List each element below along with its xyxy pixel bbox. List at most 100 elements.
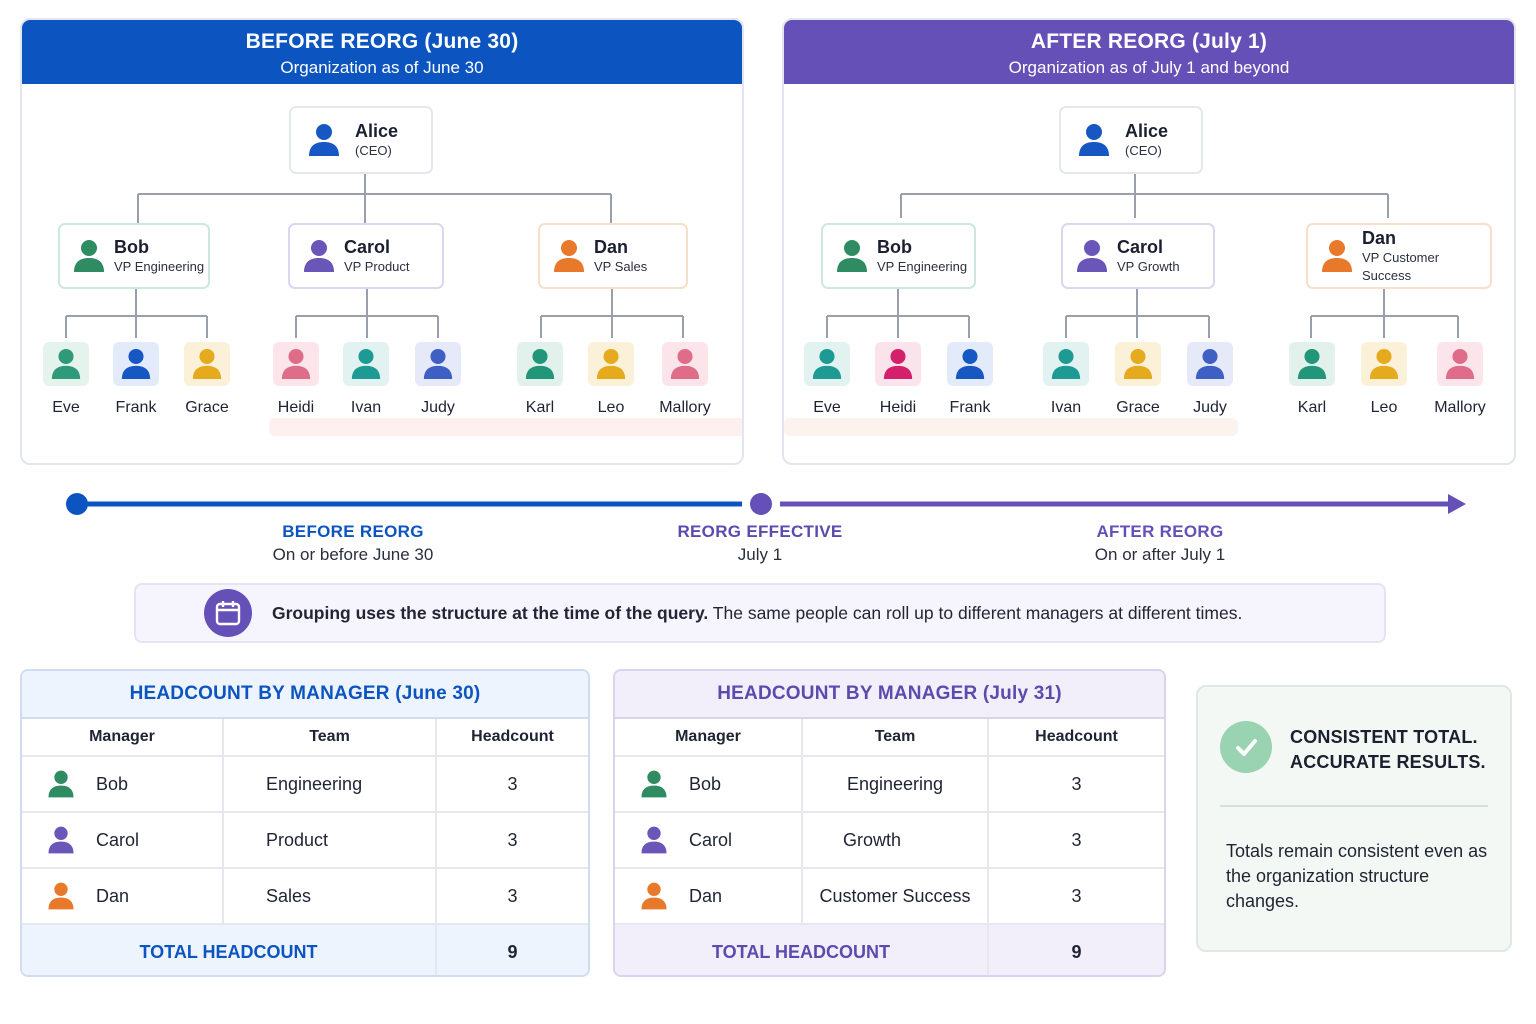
person-icon bbox=[1077, 122, 1111, 158]
employee-name: Judy bbox=[421, 399, 455, 416]
summary-heading-line1: CONSISTENT TOTAL. bbox=[1290, 727, 1478, 747]
employee-frank: Frank bbox=[935, 342, 1005, 417]
column-header: Team bbox=[803, 719, 989, 755]
check-circle-icon bbox=[1220, 721, 1272, 773]
person-icon bbox=[50, 347, 82, 381]
manager-cell: Bob bbox=[22, 757, 224, 811]
employee-leo: Leo bbox=[1349, 342, 1419, 417]
manager-cell: Carol bbox=[615, 813, 803, 867]
person-icon bbox=[639, 769, 669, 799]
vp-name: Bob bbox=[877, 237, 912, 257]
after-org-connectors bbox=[826, 172, 1459, 338]
summary-heading: CONSISTENT TOTAL. ACCURATE RESULTS. bbox=[1290, 725, 1486, 775]
team-cell: Product bbox=[224, 813, 437, 867]
table-title: HEADCOUNT BY MANAGER (June 30) bbox=[22, 671, 588, 719]
vp-role: VP Engineering bbox=[114, 259, 205, 274]
employee-heidi: Heidi bbox=[863, 342, 933, 417]
timeline-after-label: AFTER REORG On or after July 1 bbox=[1030, 522, 1290, 565]
person-icon bbox=[280, 347, 312, 381]
after-panel-subtitle: Organization as of July 1 and beyond bbox=[1008, 58, 1290, 77]
person-icon bbox=[954, 347, 986, 381]
employee-name: Leo bbox=[597, 399, 625, 416]
ceo-name: Alice bbox=[355, 121, 399, 141]
timeline-before-label: BEFORE REORG On or before June 30 bbox=[223, 522, 483, 565]
before-panel-header: BEFORE REORG (June 30) Organization as o… bbox=[22, 20, 742, 84]
column-header: Team bbox=[224, 719, 437, 755]
employee-name: Grace bbox=[185, 399, 229, 416]
employee-mallory: Mallory bbox=[1425, 342, 1495, 417]
person-icon bbox=[639, 825, 669, 855]
employee-eve: Eve bbox=[792, 342, 862, 417]
person-icon bbox=[72, 238, 106, 274]
headcount-table-july-31: HEADCOUNT BY MANAGER (July 31) Manager T… bbox=[613, 669, 1166, 977]
employee-ivan: Ivan bbox=[331, 342, 401, 417]
before-panel-title: BEFORE REORG (June 30) bbox=[245, 30, 519, 53]
total-label: TOTAL HEADCOUNT bbox=[615, 925, 989, 975]
manager-cell: Bob bbox=[615, 757, 803, 811]
employee-heidi: Heidi bbox=[261, 342, 331, 417]
person-icon bbox=[191, 347, 223, 381]
employee-name: Leo bbox=[1370, 399, 1398, 416]
employee-name: Ivan bbox=[1050, 399, 1082, 416]
timeline-after-title: AFTER REORG bbox=[1096, 522, 1224, 541]
employee-grace: Grace bbox=[1103, 342, 1173, 417]
employee-karl: Karl bbox=[505, 342, 575, 417]
vp-role: VP Engineering bbox=[877, 259, 968, 274]
vp-name: Dan bbox=[594, 237, 629, 257]
employee-leo: Leo bbox=[576, 342, 646, 417]
vp-node-bob: Bob VP Engineering bbox=[821, 223, 976, 289]
vp-role: VP Sales bbox=[594, 259, 648, 274]
team-cell: Growth bbox=[803, 813, 989, 867]
banner-bold-text: Grouping uses the structure at the time … bbox=[272, 602, 709, 623]
person-icon bbox=[882, 347, 914, 381]
person-icon bbox=[1296, 347, 1328, 381]
banner-rest-text: The same people can roll up to different… bbox=[708, 602, 1243, 623]
banner-text: Grouping uses the structure at the time … bbox=[272, 603, 1242, 624]
manager-cell: Carol bbox=[22, 813, 224, 867]
headcount-cell: 3 bbox=[1071, 829, 1082, 850]
after-reorg-panel: AFTER REORG (July 1) Organization as of … bbox=[782, 18, 1516, 465]
employee-name: Grace bbox=[1116, 399, 1160, 416]
person-icon bbox=[1368, 347, 1400, 381]
team-cell: Engineering bbox=[224, 757, 437, 811]
person-icon bbox=[422, 347, 454, 381]
ceo-role: (CEO) bbox=[1125, 143, 1162, 158]
timeline-after-sub: On or after July 1 bbox=[1094, 545, 1226, 564]
employee-name: Karl bbox=[1297, 399, 1327, 416]
employee-name: Eve bbox=[813, 399, 841, 416]
employee-name: Heidi bbox=[879, 399, 917, 416]
summary-body: Totals remain consistent even as the org… bbox=[1226, 841, 1488, 911]
employee-name: Frank bbox=[949, 399, 991, 416]
column-header: Headcount bbox=[1035, 728, 1118, 745]
employee-name: Eve bbox=[52, 399, 80, 416]
person-icon bbox=[1320, 238, 1354, 274]
employee-name: Ivan bbox=[350, 399, 382, 416]
person-icon bbox=[1444, 347, 1476, 381]
timeline-before-title: BEFORE REORG bbox=[282, 522, 424, 541]
headcount-cell: 3 bbox=[1071, 885, 1082, 906]
after-panel-title: AFTER REORG (July 1) bbox=[1030, 30, 1268, 53]
table-row: Bob Engineering 3 bbox=[22, 757, 588, 813]
before-panel-subtitle: Organization as of June 30 bbox=[280, 58, 484, 77]
person-icon bbox=[1122, 347, 1154, 381]
manager-name: Dan bbox=[96, 885, 130, 906]
employee-name: Karl bbox=[525, 399, 555, 416]
table-row: Dan Customer Success 3 bbox=[615, 869, 1164, 925]
person-icon bbox=[1075, 238, 1109, 274]
table-total-row: TOTAL HEADCOUNT 9 bbox=[615, 925, 1164, 975]
grouping-note-banner: Grouping uses the structure at the time … bbox=[134, 583, 1386, 643]
table-total-row: TOTAL HEADCOUNT 9 bbox=[22, 925, 588, 975]
person-icon bbox=[639, 881, 669, 911]
team-cell: Customer Success bbox=[803, 869, 989, 923]
employee-name: Mallory bbox=[659, 399, 711, 416]
vp-node-bob: Bob VP Engineering bbox=[58, 223, 210, 289]
vp-role: VP Growth bbox=[1117, 259, 1180, 274]
manager-name: Dan bbox=[689, 885, 723, 906]
person-icon bbox=[350, 347, 382, 381]
vp-name: Carol bbox=[344, 237, 391, 257]
timeline-start-dot bbox=[66, 493, 88, 515]
timeline-effective-dot bbox=[750, 493, 772, 515]
person-icon bbox=[46, 769, 76, 799]
before-reorg-panel: BEFORE REORG (June 30) Organization as o… bbox=[20, 18, 744, 465]
employee-name: Frank bbox=[115, 399, 157, 416]
